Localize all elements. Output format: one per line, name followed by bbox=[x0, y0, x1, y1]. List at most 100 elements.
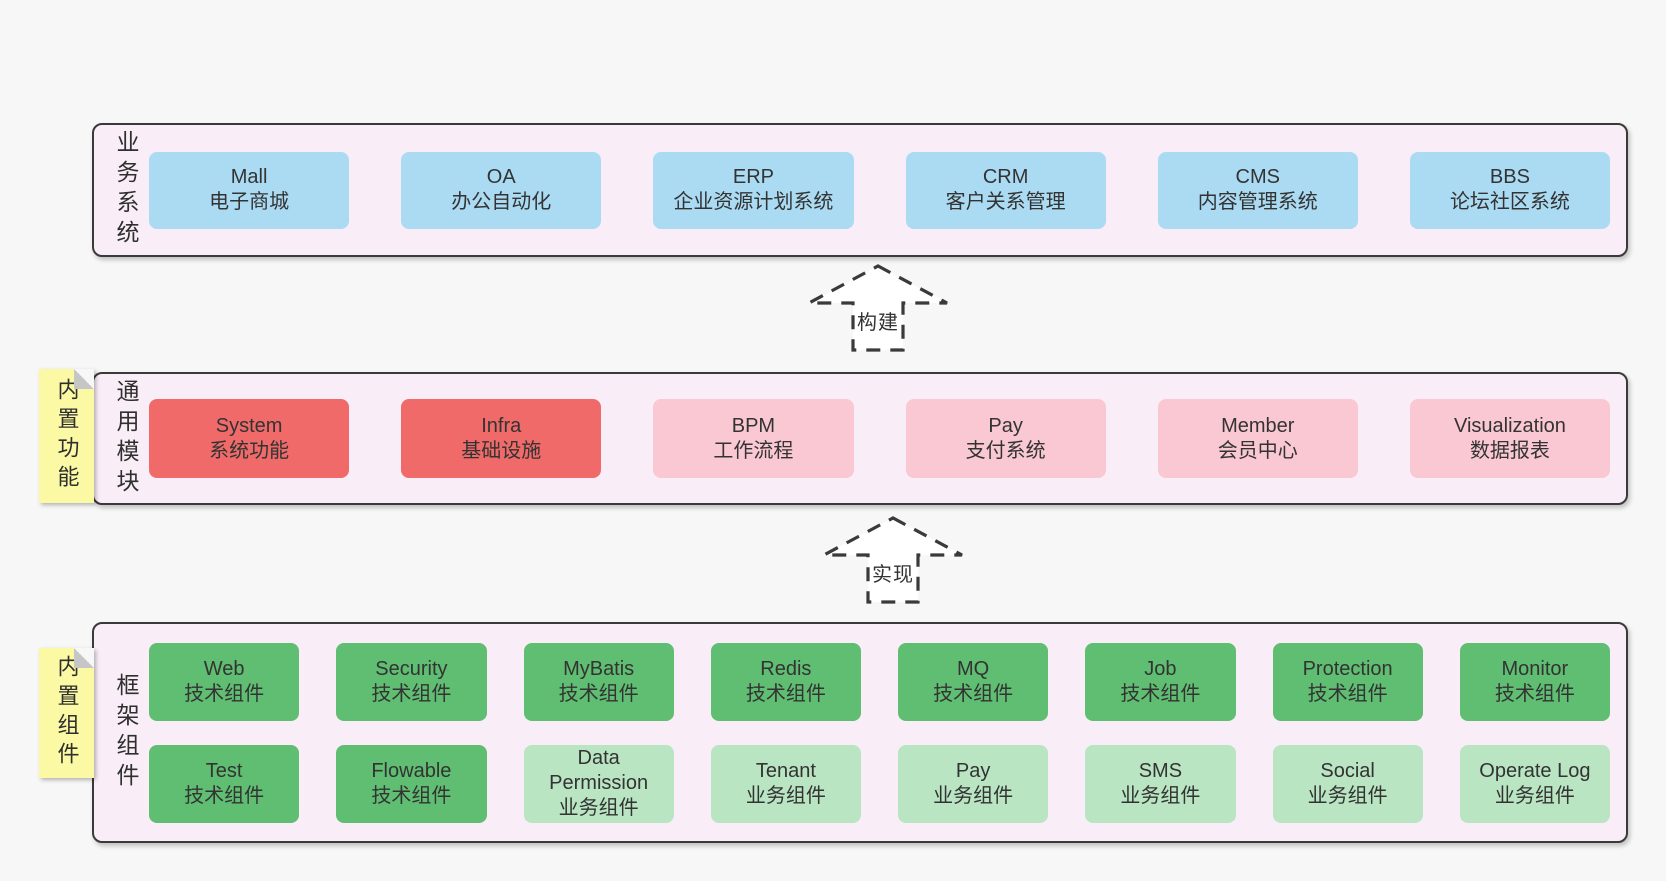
box-title: BPM bbox=[731, 414, 776, 437]
box-subtitle: 技术组件 bbox=[745, 682, 826, 705]
box-subtitle: 企业资源计划系统 bbox=[673, 191, 834, 213]
box-title: Protection bbox=[1302, 657, 1393, 680]
box-subtitle: 数据报表 bbox=[1469, 439, 1550, 462]
box-subtitle: 技术组件 bbox=[1307, 682, 1388, 705]
box-data-permission: Data Permission 业务组件 bbox=[523, 744, 674, 823]
box-subtitle: 业务组件 bbox=[1120, 784, 1201, 807]
box-subtitle: 技术组件 bbox=[1494, 682, 1575, 705]
box-cms: CMS 内容管理系统 bbox=[1157, 151, 1358, 229]
box-title: Flowable bbox=[371, 759, 452, 782]
box-subtitle: 基础设施 bbox=[461, 439, 542, 462]
box-subtitle: 业务组件 bbox=[933, 784, 1014, 807]
box-subtitle: 支付系统 bbox=[965, 439, 1046, 462]
box-title: Visualization bbox=[1453, 414, 1566, 437]
box-title: MyBatis bbox=[563, 657, 635, 680]
box-title: Test bbox=[205, 759, 243, 782]
box-crm: CRM 客户关系管理 bbox=[905, 151, 1106, 229]
box-title: CRM bbox=[982, 166, 1029, 188]
sticky-note-builtin-components: 内置组件 bbox=[39, 648, 94, 778]
box-subtitle: 论坛社区系统 bbox=[1449, 191, 1570, 213]
box-subtitle: 技术组件 bbox=[371, 682, 452, 705]
box-subtitle: 技术组件 bbox=[184, 784, 265, 807]
box-subtitle: 内容管理系统 bbox=[1197, 191, 1318, 213]
band-common-modules-label: 通用模块 bbox=[113, 378, 139, 499]
band-business-systems-label: 业务系统 bbox=[113, 130, 139, 250]
box-title: MQ bbox=[957, 657, 990, 680]
box-title: OA bbox=[486, 166, 516, 188]
box-subtitle: 办公自动化 bbox=[451, 191, 552, 213]
box-title: Data Permission bbox=[549, 747, 649, 794]
box-title: SMS bbox=[1138, 759, 1183, 782]
box-title: Social bbox=[1320, 759, 1375, 782]
box-subtitle: 技术组件 bbox=[933, 682, 1014, 705]
box-subtitle: 技术组件 bbox=[371, 784, 452, 807]
box-subtitle: 系统功能 bbox=[209, 439, 290, 462]
sticky-note-builtin-features: 内置功能 bbox=[39, 369, 94, 503]
box-title: BBS bbox=[1489, 166, 1530, 188]
box-title: Member bbox=[1221, 414, 1295, 437]
arrow-implement: 实现 bbox=[818, 514, 968, 606]
box-mall: Mall 电子商城 bbox=[149, 151, 350, 229]
box-subtitle: 技术组件 bbox=[1120, 682, 1201, 705]
box-title: Infra bbox=[481, 414, 522, 437]
box-subtitle: 业务组件 bbox=[558, 797, 639, 819]
box-subtitle: 业务组件 bbox=[1307, 784, 1388, 807]
box-title: Pay bbox=[988, 414, 1023, 437]
box-title: Web bbox=[203, 657, 245, 680]
box-title: Pay bbox=[955, 759, 991, 782]
box-title: System bbox=[215, 414, 283, 437]
arrow-build: 构建 bbox=[803, 262, 953, 354]
box-title: Tenant bbox=[755, 759, 816, 782]
box-bbs: BBS 论坛社区系统 bbox=[1409, 151, 1611, 229]
box-title: Redis bbox=[760, 657, 812, 680]
box-subtitle: 业务组件 bbox=[1494, 784, 1575, 807]
box-title: Monitor bbox=[1501, 657, 1569, 680]
box-title: Security bbox=[375, 657, 448, 680]
box-subtitle: 技术组件 bbox=[184, 682, 265, 705]
band-framework-components-label: 框架组件 bbox=[113, 672, 139, 793]
box-title: Job bbox=[1144, 657, 1177, 680]
box-subtitle: 电子商城 bbox=[209, 191, 290, 213]
box-subtitle: 业务组件 bbox=[745, 784, 826, 807]
box-title: Mall bbox=[230, 166, 268, 188]
box-subtitle: 技术组件 bbox=[558, 682, 639, 705]
box-title: CMS bbox=[1235, 166, 1280, 188]
arrow-build-label: 构建 bbox=[855, 306, 901, 335]
box-subtitle: 工作流程 bbox=[713, 439, 794, 462]
box-oa: OA 办公自动化 bbox=[401, 151, 602, 229]
box-title: Operate Log bbox=[1479, 759, 1591, 782]
box-subtitle: 客户关系管理 bbox=[945, 191, 1066, 213]
box-subtitle: 会员中心 bbox=[1217, 439, 1298, 462]
